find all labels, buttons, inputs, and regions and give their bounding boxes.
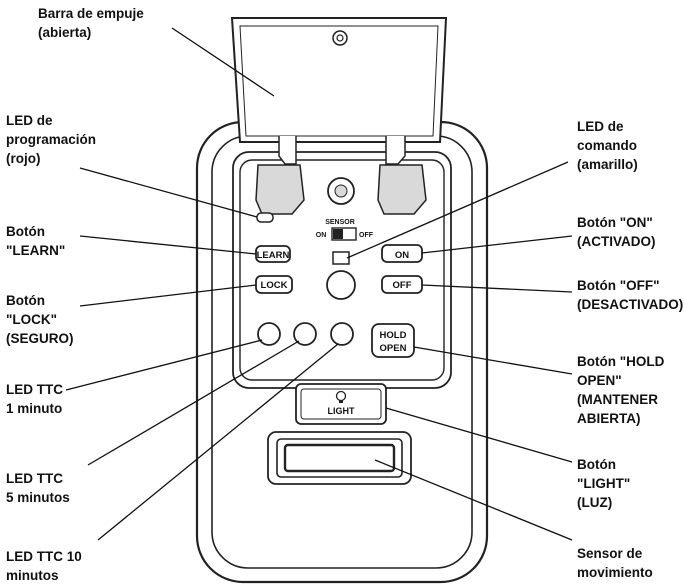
ttc-10-minute-led: [330, 322, 354, 346]
ttc-1-minute-led: [257, 322, 281, 346]
leader-ttc5: [87, 340, 300, 466]
leader-ttc1: [65, 339, 263, 391]
on-button[interactable]: [381, 244, 423, 263]
label-hold-open-button: Botón "HOLD OPEN" (MANTENER ABIERTA): [577, 354, 665, 426]
leader-ttc10: [97, 343, 339, 541]
label-lock-button: Botón "LOCK" (SEGURO): [6, 293, 74, 346]
leader-motion: [374, 459, 573, 541]
light-button-inner: [300, 388, 382, 420]
center-button[interactable]: [326, 270, 356, 300]
label-on-button: Botón "ON" (ACTIVADO): [577, 215, 656, 249]
label-programming-led: LED de programación (rojo): [6, 113, 97, 166]
left-hinge-tab: [278, 136, 297, 165]
light-button-text: LIGHT: [328, 406, 355, 416]
off-button-text: OFF: [393, 280, 412, 291]
leader-learn: [79, 235, 257, 255]
leader-on: [421, 235, 573, 254]
sensor-switch-label: SENSOR: [325, 219, 355, 226]
leader-cmd-led: [346, 161, 569, 259]
motion-sensor-lens: [283, 443, 396, 473]
label-ttc-5-minutes: LED TTC 5 minutos: [6, 471, 70, 505]
leader-prog-led: [79, 167, 258, 218]
programming-led: [256, 212, 274, 223]
leader-lines: [65, 27, 573, 541]
off-button[interactable]: [381, 275, 423, 294]
leader-hold: [413, 346, 573, 375]
left-hinge: [255, 164, 305, 215]
label-light-button: Botón "LIGHT" (LUZ): [577, 457, 631, 510]
label-off-button: Botón "OFF" (DESACTIVADO): [577, 278, 684, 312]
right-hinge-tab: [385, 136, 406, 165]
label-command-led: LED de comando (amarillo): [577, 119, 638, 172]
sensor-on-label: ON: [316, 232, 327, 239]
label-learn-button: Botón "LEARN": [6, 224, 66, 258]
leader-push-bar: [171, 27, 275, 97]
ttc-5-minute-led: [293, 322, 317, 346]
hold-open-text-1: HOLD: [380, 330, 407, 341]
hold-open-button[interactable]: [371, 323, 415, 358]
on-button-text: ON: [395, 250, 409, 261]
learn-button-text: LEARN: [257, 250, 290, 261]
push-bar-flap: [230, 17, 448, 143]
label-push-bar: Barra de empuje (abierta): [38, 6, 144, 40]
light-bulb-icon: [335, 390, 347, 403]
hold-open-text-2: OPEN: [380, 343, 407, 354]
label-ttc-10-minutes: LED TTC 10 minutos: [6, 549, 82, 583]
lock-button[interactable]: [255, 275, 293, 294]
label-ttc-1-minute: LED TTC 1 minuto: [6, 382, 63, 416]
leader-off: [421, 284, 573, 293]
leader-light: [385, 407, 573, 463]
sensor-off-label: OFF: [359, 232, 374, 239]
command-led: [332, 251, 350, 265]
lock-button-text: LOCK: [261, 280, 288, 291]
label-motion-sensor: Sensor de movimiento: [577, 546, 653, 580]
push-bar-flap-inner: [239, 25, 439, 137]
right-hinge: [377, 164, 427, 215]
leader-lock: [79, 284, 257, 307]
